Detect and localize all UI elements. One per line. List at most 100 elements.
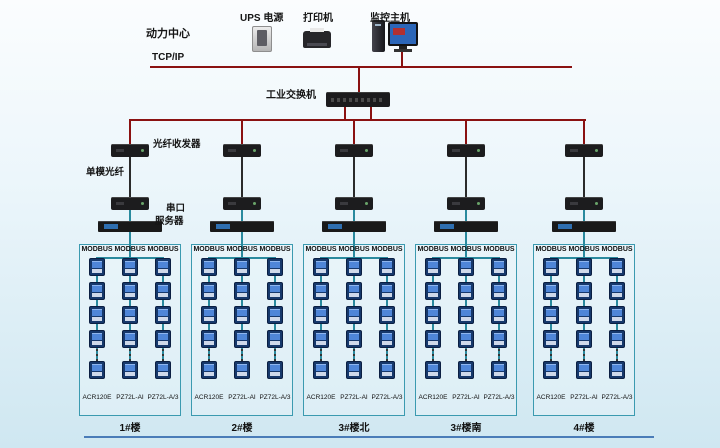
power-meter [576,258,592,276]
branch-drop-line [241,119,243,145]
power-meter [458,282,474,300]
power-meter [89,282,105,300]
power-meter [576,282,592,300]
power-meter [89,306,105,324]
power-meter [576,330,592,348]
printer-device [303,28,331,48]
serial-port-label: 串口 [166,203,186,214]
power-meter [543,282,559,300]
power-meter [346,330,362,348]
fiber-transceiver [335,144,373,157]
power-meter [313,306,329,324]
power-meter [89,330,105,348]
power-meter [491,361,507,379]
switch-downlink-line [370,107,372,120]
modbus-bus-label: MODBUS [568,246,600,253]
single-mode-fiber-line [465,157,467,197]
power-meter [425,330,441,348]
power-meter [458,258,474,276]
serial-port-server [434,221,498,232]
power-meter [609,306,625,324]
ups-device [252,26,272,52]
power-meter [491,330,507,348]
monitor-host-label: 监控主机 [370,13,410,24]
ellipsis-dots [353,349,355,361]
power-meter [89,258,105,276]
modbus-bus-label: MODBUS [305,246,337,253]
meter-model-label: ACR120E [194,394,224,401]
meter-model-label: ACR120E [82,394,112,401]
meter-model-label: ACR120E [536,394,566,401]
modbus-bus-label: MODBUS [114,246,146,253]
power-meter [543,306,559,324]
power-meter [122,258,138,276]
power-meter [155,361,171,379]
power-meter [425,361,441,379]
power-meter [379,330,395,348]
power-meter [234,330,250,348]
power-meter [425,306,441,324]
power-meter [155,306,171,324]
ellipsis-dots [583,349,585,361]
connector-line [465,232,467,258]
fiber-transceiver [223,144,261,157]
power-meter [543,258,559,276]
serial-port-server [322,221,386,232]
modbus-bus-label: MODBUS [259,246,291,253]
meter-model-label: ACR120E [306,394,336,401]
power-meter [346,258,362,276]
ellipsis-dots [386,349,388,361]
single-mode-fiber-line [241,157,243,197]
branch-drop-line [129,119,131,145]
ups-label: UPS 电源 [240,13,284,24]
power-meter [458,306,474,324]
meter-model-label: PZ72L-A/3 [371,394,403,401]
fiber-transceiver-label: 光纤收发器 [153,139,201,150]
power-meter [234,361,250,379]
power-meter [201,282,217,300]
modbus-bus-label: MODBUS [450,246,482,253]
power-meter [609,330,625,348]
power-meter [609,361,625,379]
branch-drop-line [583,119,585,145]
power-meter [234,282,250,300]
ellipsis-dots [241,349,243,361]
power-meter [122,330,138,348]
power-meter [234,306,250,324]
power-meter [122,282,138,300]
branch-name-label: 2#楼 [231,423,253,434]
meter-model-label: PZ72L-AI [116,394,144,401]
power-meter [346,282,362,300]
switch-uplink-line [358,68,360,92]
distribution-bus-line [129,119,586,121]
power-meter [543,361,559,379]
meter-model-label: PZ72L-AI [452,394,480,401]
ellipsis-dots [129,349,131,361]
branch-name-label: 4#楼 [573,423,595,434]
fiber-transceiver [447,197,485,210]
serial-port-server [552,221,616,232]
branch-name-label: 3#楼北 [338,423,370,434]
modbus-bus-label: MODBUS [601,246,633,253]
power-meter [346,361,362,379]
modbus-bus-label: MODBUS [338,246,370,253]
fiber-transceiver [447,144,485,157]
single-mode-fiber-label: 单模光纤 [86,167,125,178]
fiber-transceiver [565,197,603,210]
power-meter [122,361,138,379]
connector-line [465,210,467,221]
ellipsis-dots [274,349,276,361]
meter-model-label: PZ72L-AI [570,394,598,401]
power-meter [122,306,138,324]
power-meter [267,282,283,300]
host-monitor-screen [388,22,418,46]
power-meter [379,258,395,276]
modbus-bus-label: MODBUS [417,246,449,253]
power-meter [543,330,559,348]
power-meter [491,258,507,276]
ellipsis-dots [550,349,552,361]
power-meter [313,361,329,379]
modbus-bus-label: MODBUS [193,246,225,253]
tcpip-label: TCP/IP [152,52,185,63]
